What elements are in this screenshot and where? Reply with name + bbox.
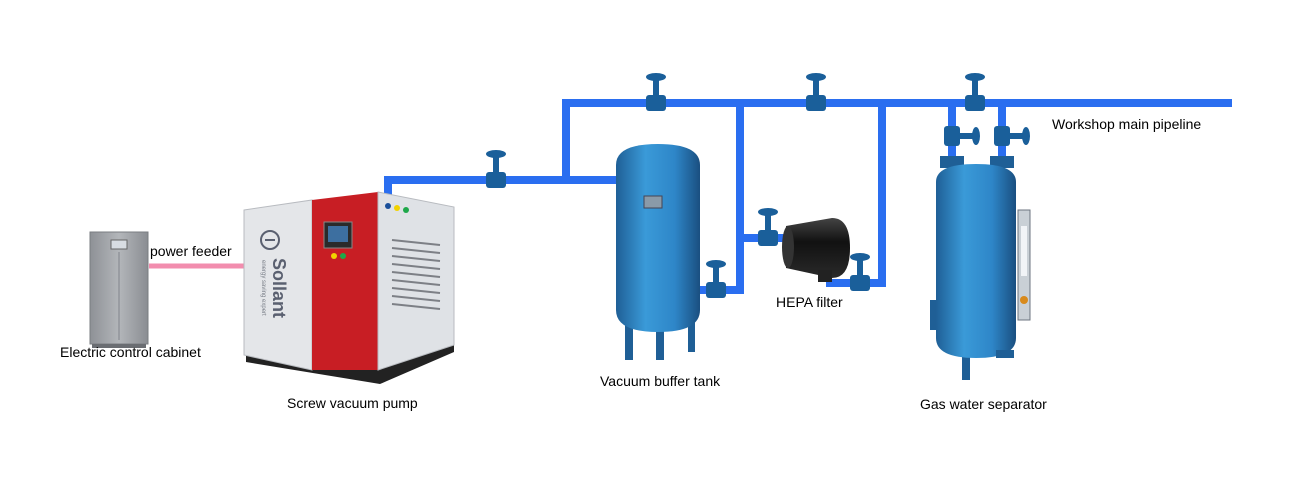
vacuum-buffer-tank: [616, 144, 700, 360]
label-gas-water-separator: Gas water separator: [920, 396, 1047, 412]
valve-icon: [706, 260, 726, 298]
label-workshop-main-pipeline: Workshop main pipeline: [1052, 116, 1202, 132]
valve-icon: [758, 208, 778, 246]
pump-brand-name: Sollant: [269, 258, 289, 318]
gas-water-separator: [930, 156, 1031, 380]
label-electric-control-cabinet: Electric control cabinet: [60, 344, 201, 360]
valve-icon: [486, 150, 506, 188]
label-screw-vacuum-pump: Screw vacuum pump: [287, 395, 418, 411]
electric-control-cabinet: [89, 231, 149, 348]
valves: [486, 73, 1030, 298]
valve-icon: [646, 73, 666, 111]
label-power-feeder: power feeder: [150, 243, 232, 259]
sollant-logo: [260, 230, 280, 250]
label-vacuum-buffer-tank: Vacuum buffer tank: [600, 373, 721, 389]
valve-icon: [944, 126, 980, 146]
valve-icon: [806, 73, 826, 111]
screw-vacuum-pump: Sollant energy saving expert: [243, 191, 455, 384]
hepa-filter: [782, 218, 850, 282]
valve-icon: [994, 126, 1030, 146]
valve-icon: [850, 253, 870, 291]
label-hepa-filter: HEPA filter: [776, 294, 843, 310]
valve-icon: [965, 73, 985, 111]
pump-brand-tagline: energy saving expert: [260, 260, 266, 316]
